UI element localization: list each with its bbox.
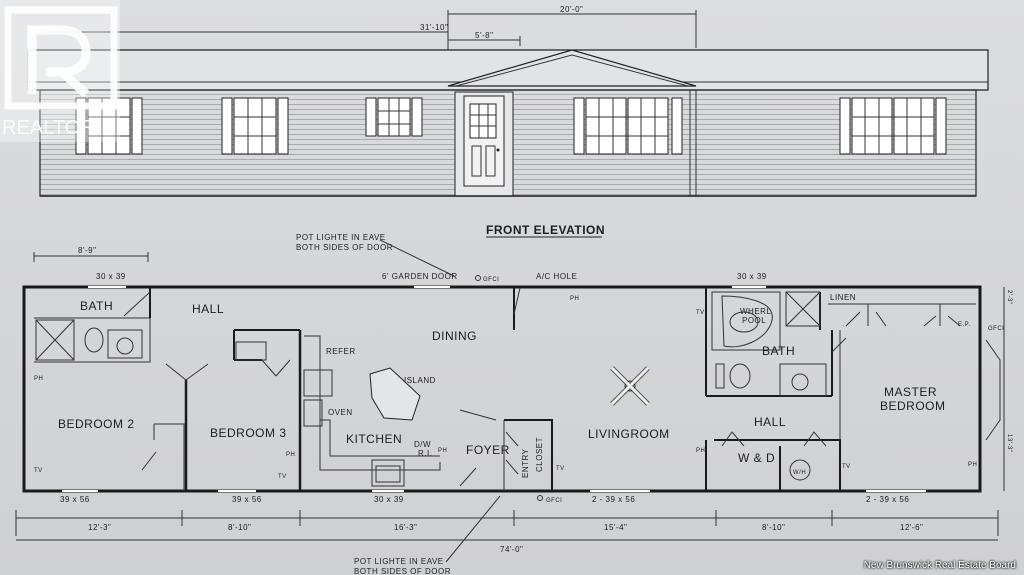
front-elevation: 20'-0" 31'-10" 5'-8"	[27, 5, 989, 238]
interior-walls	[141, 287, 976, 491]
label-wh: W/H	[793, 470, 806, 476]
room-dining: DINING	[432, 329, 477, 343]
note-pot-light-top: POT LIGHTE IN EAVE	[296, 233, 386, 242]
dim-right-1: 2'-3"	[1006, 290, 1012, 304]
label-whirlpool-2: POOL	[742, 316, 766, 325]
symbol-ph-6: PH	[968, 462, 977, 468]
roof-gable	[447, 49, 697, 87]
room-bedroom-3: BEDROOM 3	[210, 426, 287, 440]
symbol-tv-3: TV	[556, 466, 565, 472]
symbol-tv-5: TV	[842, 464, 851, 470]
dim-5: 8'-10"	[762, 523, 785, 532]
dim-elev-total: 20'-0"	[560, 5, 583, 14]
label-closet: CLOSET	[535, 437, 544, 472]
note-ac-hole: A/C HOLE	[536, 272, 577, 281]
elevation-window-4	[573, 97, 683, 155]
note-gfci-right: GFCI	[988, 326, 1004, 332]
floor-plan: POT LIGHTE IN EAVE BOTH SIDES OF DOOR 8'…	[15, 233, 1012, 575]
bath-2	[711, 291, 827, 397]
plan-dimensions: 12'-3" 8'-10" 16'-3" 15'-4" 8'-10" 12'-6…	[15, 287, 1012, 554]
room-wd: W & D	[738, 451, 775, 465]
room-kitchen: KITCHEN	[346, 432, 402, 446]
symbol-ph-3: PH	[438, 448, 447, 454]
dim-4: 15'-4"	[604, 523, 627, 532]
label-whirlpool-1: WHERL	[740, 307, 771, 316]
realtor-logo-text: REALTOR	[2, 117, 95, 139]
dim-total: 74'-0"	[500, 545, 523, 554]
room-master-2: BEDROOM	[880, 399, 946, 413]
kitchen	[235, 335, 441, 487]
window-label-top-right: 30 x 39	[737, 272, 767, 281]
label-entry: ENTRY	[521, 448, 530, 478]
room-hall-1: HALL	[192, 302, 224, 316]
note-gfci-top: GFCI	[483, 277, 499, 283]
symbol-tv-4: TV	[696, 310, 705, 316]
window-label-top-left: 30 x 39	[96, 272, 126, 281]
note-gfci-bottom: GFCI	[546, 498, 562, 504]
symbol-ph-2: PH	[286, 452, 295, 458]
dim-bath-width: 8'-9"	[78, 246, 96, 255]
source-credit: New Brunswick Real Estate Board	[863, 560, 1016, 571]
exterior-wall	[22, 285, 982, 493]
dim-6: 12'-6"	[900, 523, 923, 532]
room-livingroom: LIVINGROOM	[588, 427, 670, 441]
window-label-bottom-2: 39 x 56	[232, 495, 262, 504]
elevation-window-5	[839, 97, 947, 155]
dim-2: 8'-10"	[228, 523, 251, 532]
note-garden-door: 6' GARDEN DOOR	[382, 272, 458, 281]
realtor-logo: REALTOR	[0, 0, 120, 142]
note-pot-light-top-2: BOTH SIDES OF DOOR	[296, 243, 393, 252]
ceiling-fan-icon	[610, 366, 650, 406]
symbol-ph-4: PH	[570, 296, 579, 302]
note-pot-light-bottom: POT LIGHTE IN EAVE	[354, 557, 444, 566]
label-island: ISLAND	[404, 376, 436, 385]
label-oven: OVEN	[328, 408, 353, 417]
symbol-tv-2: TV	[278, 474, 287, 480]
symbol-tv-1: TV	[34, 468, 43, 474]
window-label-bottom-1: 39 x 56	[60, 495, 90, 504]
dim-elev-door: 5'-8"	[475, 31, 493, 40]
elevation-window-3	[365, 97, 423, 137]
window-label-bottom-3: 30 x 39	[374, 495, 404, 504]
dim-elev-offset: 31'-10"	[420, 23, 448, 32]
dim-1: 12'-3"	[88, 523, 111, 532]
label-linen: LINEN	[830, 293, 856, 302]
note-pot-light-bottom-2: BOTH SIDES OF DOOR	[354, 567, 451, 575]
dim-3: 16'-3"	[394, 523, 417, 532]
front-door	[463, 95, 505, 187]
label-ri: R.I.	[418, 449, 432, 458]
window-label-bottom-5: 2 - 39 x 56	[866, 495, 909, 504]
room-foyer: FOYER	[466, 443, 510, 457]
room-bath-2: BATH	[762, 344, 795, 358]
elevation-window-2	[221, 97, 289, 155]
symbol-ph-5: PH	[696, 448, 705, 454]
dim-right-2: 13'-3"	[1006, 434, 1012, 452]
bath-1	[34, 287, 151, 363]
symbol-ph-1: PH	[34, 376, 43, 382]
room-hall-2: HALL	[754, 415, 786, 429]
room-bath-1: BATH	[80, 299, 113, 313]
room-master-1: MASTER	[884, 385, 937, 399]
elevation-title: FRONT ELEVATION	[486, 223, 605, 237]
label-refer: REFER	[326, 347, 356, 356]
room-bedroom-2: BEDROOM 2	[58, 417, 135, 431]
label-ep: E.P.	[958, 322, 971, 328]
window-label-bottom-4: 2 - 39 x 56	[592, 495, 635, 504]
label-dw: D/W	[414, 440, 431, 449]
